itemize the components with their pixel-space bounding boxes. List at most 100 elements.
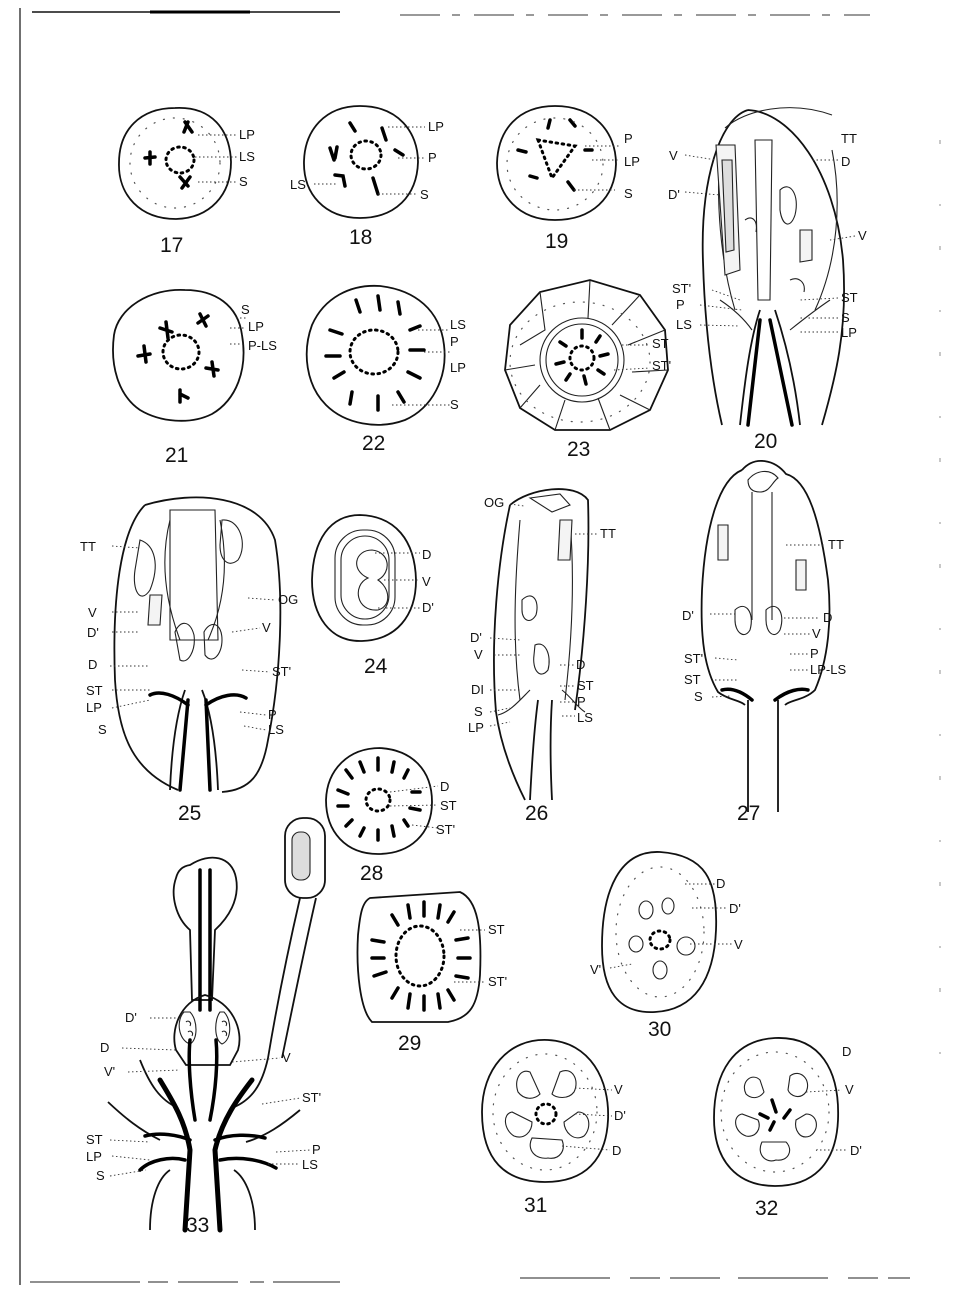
figure-23: ST ST' 23 bbox=[505, 280, 671, 461]
fig20-label-ls: LS bbox=[676, 317, 692, 332]
fig30-label-v-prime: V' bbox=[590, 962, 601, 977]
fig25-label-ls: LS bbox=[268, 722, 284, 737]
fig25-label-og: OG bbox=[278, 592, 298, 607]
fig25-label-st: ST bbox=[86, 683, 103, 698]
fig26-label-st: ST bbox=[577, 678, 594, 693]
fig25-label-tt: TT bbox=[80, 539, 96, 554]
fig32-label-d: D bbox=[842, 1044, 851, 1059]
fig18-label-p: P bbox=[428, 150, 437, 165]
fig18-label-ls: LS bbox=[290, 177, 306, 192]
fig27-label-s: S bbox=[694, 689, 703, 704]
fig23-label-st-prime: ST' bbox=[652, 358, 671, 373]
fig25-label-v2: V bbox=[262, 620, 271, 635]
fig28-number: 28 bbox=[360, 862, 383, 885]
fig27-label-v: V bbox=[812, 626, 821, 641]
fig33-label-d-prime: D' bbox=[125, 1010, 137, 1025]
fig20-label-st-prime: ST' bbox=[672, 281, 691, 296]
figure-32: D V D' 32 bbox=[714, 1038, 862, 1220]
fig25-label-s: S bbox=[98, 722, 107, 737]
fig33-label-lp: LP bbox=[86, 1149, 102, 1164]
fig21-label-p-ls: P-LS bbox=[248, 338, 277, 353]
fig17-label-ls: LS bbox=[239, 149, 255, 164]
fig29-label-st-prime: ST' bbox=[488, 974, 507, 989]
fig33-label-p: P bbox=[312, 1142, 321, 1157]
fig21-number: 21 bbox=[165, 444, 188, 467]
fig28-label-d: D bbox=[440, 779, 449, 794]
fig31-number: 31 bbox=[524, 1194, 547, 1217]
fig22-number: 22 bbox=[362, 432, 385, 455]
figure-29: ST ST' 29 bbox=[358, 892, 508, 1055]
figure-21: S LP P-LS 21 bbox=[113, 290, 277, 467]
figure-24: D V D' 24 bbox=[312, 515, 434, 678]
fig19-number: 19 bbox=[545, 230, 568, 253]
fig24-label-d-prime: D' bbox=[422, 600, 434, 615]
fig26-label-p: P bbox=[577, 694, 586, 709]
fig17-number: 17 bbox=[160, 234, 183, 257]
fig27-label-st-prime: ST' bbox=[684, 651, 703, 666]
fig19-label-p: P bbox=[624, 131, 633, 146]
fig20-label-d: D bbox=[841, 154, 850, 169]
fig25-label-d: D bbox=[88, 657, 97, 672]
fig26-label-ls: LS bbox=[577, 710, 593, 725]
fig24-label-d: D bbox=[422, 547, 431, 562]
figure-18: LP P LS S 18 bbox=[290, 106, 444, 249]
fig26-label-di: DI bbox=[471, 682, 484, 697]
fig33-label-ls: LS bbox=[302, 1157, 318, 1172]
fig20-number: 20 bbox=[754, 430, 777, 453]
fig30-label-d-prime: D' bbox=[729, 901, 741, 916]
fig31-label-d: D bbox=[612, 1143, 621, 1158]
fig32-label-v: V bbox=[845, 1082, 854, 1097]
figure-17: LP LS S 17 bbox=[119, 108, 255, 257]
figure-20: TT V D D' V ST' P LS ST S LP 20 bbox=[668, 108, 867, 453]
fig33-label-st: ST bbox=[86, 1132, 103, 1147]
fig24-number: 24 bbox=[364, 655, 388, 678]
fig29-number: 29 bbox=[398, 1032, 421, 1055]
fig20-label-v2: V bbox=[858, 228, 867, 243]
fig26-label-d-prime: D' bbox=[470, 630, 482, 645]
fig33-label-v-prime: V' bbox=[104, 1064, 115, 1079]
fig21-label-lp: LP bbox=[248, 319, 264, 334]
fig22-label-ls: LS bbox=[450, 317, 466, 332]
fig20-label-v: V bbox=[669, 148, 678, 163]
fig23-number: 23 bbox=[567, 438, 590, 461]
fig26-label-d: D bbox=[576, 657, 585, 672]
fig26-number: 26 bbox=[525, 802, 548, 825]
fig26-label-tt: TT bbox=[600, 526, 616, 541]
figure-25: TT OG V D' V D ST' ST LP P S LS 25 bbox=[80, 497, 298, 825]
fig33-label-st-prime: ST' bbox=[302, 1090, 321, 1105]
fig26-label-lp: LP bbox=[468, 720, 484, 735]
fig25-number: 25 bbox=[178, 802, 201, 825]
fig30-number: 30 bbox=[648, 1018, 671, 1041]
figure-31: V D' D 31 bbox=[482, 1040, 626, 1217]
fig22-label-lp: LP bbox=[450, 360, 466, 375]
figure-27: TT D' D V ST' P ST LP-LS S 27 bbox=[682, 461, 846, 825]
fig25-label-p: P bbox=[268, 707, 277, 722]
fig25-label-lp: LP bbox=[86, 700, 102, 715]
fig33-label-d: D bbox=[100, 1040, 109, 1055]
fig25-label-d-prime: D' bbox=[87, 625, 99, 640]
fig27-label-lp-ls: LP-LS bbox=[810, 662, 846, 677]
fig20-label-lp: LP bbox=[841, 325, 857, 340]
fig20-label-d-prime: D' bbox=[668, 187, 680, 202]
fig27-label-d-prime: D' bbox=[682, 608, 694, 623]
fig22-label-s: S bbox=[450, 397, 459, 412]
figure-30: D D' V V' 30 bbox=[590, 852, 743, 1041]
fig26-label-og: OG bbox=[484, 495, 504, 510]
fig31-label-d-prime: D' bbox=[614, 1108, 626, 1123]
fig30-label-v: V bbox=[734, 937, 743, 952]
fig20-label-s: S bbox=[841, 310, 850, 325]
fig20-label-p: P bbox=[676, 297, 685, 312]
fig23-label-st: ST bbox=[652, 336, 669, 351]
fig32-number: 32 bbox=[755, 1197, 778, 1220]
fig33-label-s: S bbox=[96, 1168, 105, 1183]
fig29-label-st: ST bbox=[488, 922, 505, 937]
fig28-label-st: ST bbox=[440, 798, 457, 813]
fig17-label-s: S bbox=[239, 174, 248, 189]
fig27-label-tt: TT bbox=[828, 537, 844, 552]
fig25-label-v: V bbox=[88, 605, 97, 620]
fig26-label-v: V bbox=[474, 647, 483, 662]
fig25-label-st-prime: ST' bbox=[272, 664, 291, 679]
fig32-label-d-prime: D' bbox=[850, 1143, 862, 1158]
fig18-label-s: S bbox=[420, 187, 429, 202]
